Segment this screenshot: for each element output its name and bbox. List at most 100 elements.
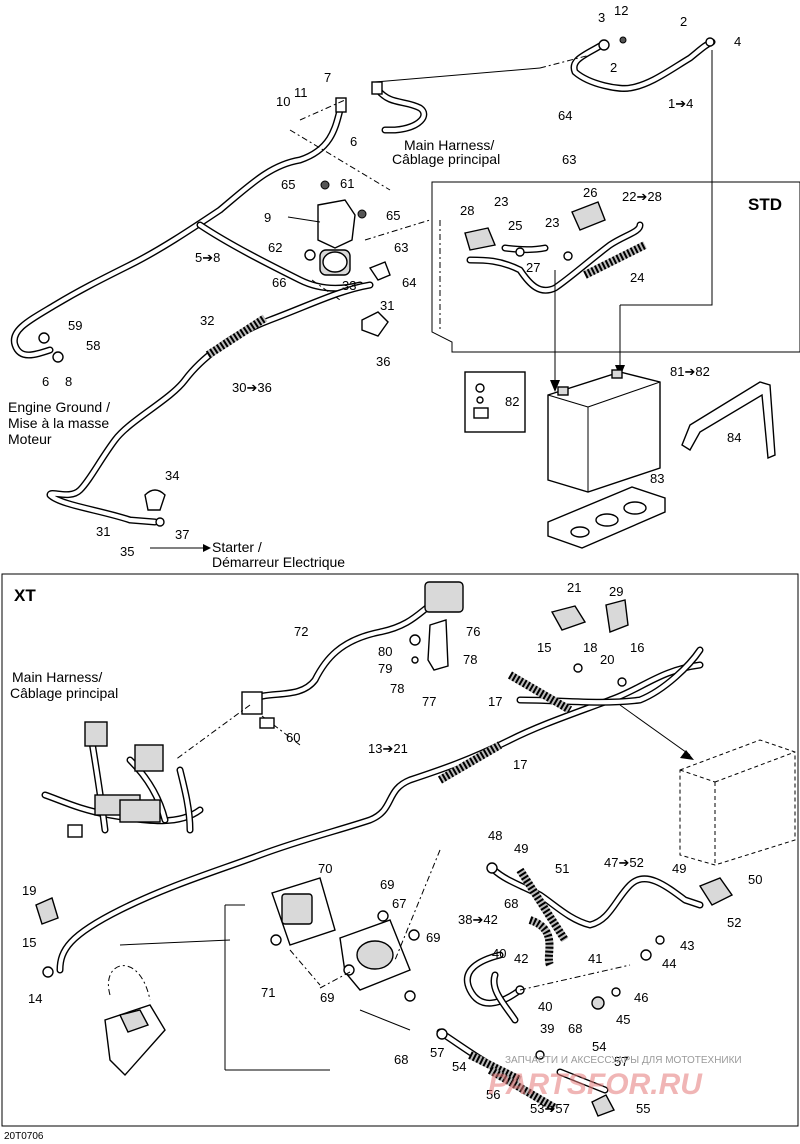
callout-28: 28 [460, 203, 474, 218]
callout-21: 21 [567, 580, 581, 595]
callout-17a: 17 [488, 694, 502, 709]
callout-12: 12 [614, 3, 628, 18]
callout-65a: 65 [281, 177, 295, 192]
ecu-module [104, 1004, 166, 1077]
callout-65b: 65 [386, 208, 400, 223]
callout-63a: 63 [562, 152, 576, 167]
callout-64a: 64 [558, 108, 572, 123]
callout-70: 70 [318, 861, 332, 876]
cable-route-line [539, 54, 591, 69]
callout-67: 67 [392, 896, 406, 911]
callout-81to82: 81➔82 [670, 364, 710, 379]
callout-25: 25 [508, 218, 522, 233]
xt-label: XT [14, 586, 36, 605]
callout-69b: 69 [426, 930, 440, 945]
callout-47to52: 47➔52 [604, 855, 644, 870]
engine-ground-line2: Mise à la masse [8, 415, 109, 431]
callout-43: 43 [680, 938, 694, 953]
connector-19 [35, 897, 59, 925]
callout-52: 52 [727, 915, 741, 930]
main-harness-top-line2: Câblage principal [392, 151, 500, 167]
bolts-43-46 [591, 935, 665, 1010]
callout-46: 46 [634, 990, 648, 1005]
std-box-outline [431, 181, 800, 353]
xt-box-outline [1, 573, 799, 1127]
bracket-76 [409, 619, 449, 671]
callout-78b: 78 [390, 681, 404, 696]
callout-76: 76 [466, 624, 480, 639]
callout-77: 77 [422, 694, 436, 709]
callout-63b: 63 [394, 240, 408, 255]
callout-7: 7 [324, 70, 331, 85]
callout-9: 9 [264, 210, 271, 225]
callout-32: 32 [200, 313, 214, 328]
main-harness-connector-top [371, 81, 428, 134]
callout-44: 44 [662, 956, 676, 971]
callout-69a: 69 [380, 877, 394, 892]
callout-4: 4 [734, 34, 741, 49]
callout-5to8: 5➔8 [195, 250, 220, 265]
callout-29: 29 [609, 584, 623, 599]
callout-35: 35 [120, 544, 134, 559]
top-section: 3 12 2 4 2 1➔4 7 11 10 6 Main Harness/ C… [8, 3, 800, 570]
callout-50: 50 [748, 872, 762, 887]
callout-58: 58 [86, 338, 100, 353]
callout-51: 51 [555, 861, 569, 876]
callout-41: 41 [588, 951, 602, 966]
main-harness-xt-line2: Câblage principal [10, 685, 118, 701]
callout-23b: 23 [545, 215, 559, 230]
callout-40a: 40 [492, 946, 506, 961]
callout-15b: 15 [22, 935, 36, 950]
callout-20: 20 [600, 652, 614, 667]
callout-23a: 23 [494, 194, 508, 209]
starter-relay-xt [270, 877, 420, 1002]
callout-54a: 54 [452, 1059, 466, 1074]
std-cable-22-28 [464, 201, 647, 294]
callout-36: 36 [376, 354, 390, 369]
callout-68c: 68 [394, 1052, 408, 1067]
callout-33: 33 [342, 278, 356, 293]
xt-section: XT [1, 573, 799, 1127]
callout-79: 79 [378, 661, 392, 676]
callout-17b: 17 [513, 757, 527, 772]
callout-19: 19 [22, 883, 36, 898]
solenoid-dash-lines [289, 99, 441, 330]
callout-8: 8 [65, 374, 72, 389]
callout-61: 61 [340, 176, 354, 191]
conduit-32 [205, 314, 268, 359]
clip-60-line [261, 715, 301, 746]
callout-68a: 68 [504, 896, 518, 911]
engine-ground-line3: Moteur [8, 431, 52, 447]
callout-6b: 6 [42, 374, 49, 389]
callout-24: 24 [630, 270, 644, 285]
conduits-17 [437, 671, 573, 784]
battery-cable-1-4 [570, 36, 716, 92]
callout-60: 60 [286, 730, 300, 745]
callout-31b: 31 [96, 524, 110, 539]
callout-69c: 69 [320, 990, 334, 1005]
callout-54b: 54 [592, 1039, 606, 1054]
engine-ground-line1: Engine Ground / [8, 399, 110, 415]
callout-57a: 57 [430, 1045, 444, 1060]
main-harness-xt [41, 721, 204, 838]
callout-16: 16 [630, 640, 644, 655]
starter-cable-30-36 [46, 261, 391, 527]
callout-49a: 49 [514, 841, 528, 856]
watermark-line2: PARTSFOR.RU [488, 1068, 703, 1101]
callout-83: 83 [650, 471, 664, 486]
callout-34: 34 [165, 468, 179, 483]
caps-21-29 [550, 599, 629, 687]
callout-48: 48 [488, 828, 502, 843]
callout-18: 18 [583, 640, 597, 655]
figure-code: 20T0706 [4, 1131, 44, 1142]
callout-82: 82 [505, 394, 519, 409]
callout-1to4: 1➔4 [668, 96, 693, 111]
callout-68b: 68 [568, 1021, 582, 1036]
battery-strap-84 [681, 381, 776, 460]
callout-14: 14 [28, 991, 42, 1006]
engine-ground-cable-5-8 [10, 97, 364, 363]
callout-31a: 31 [380, 298, 394, 313]
starter-solenoid [287, 180, 367, 276]
callout-45: 45 [616, 1012, 630, 1027]
